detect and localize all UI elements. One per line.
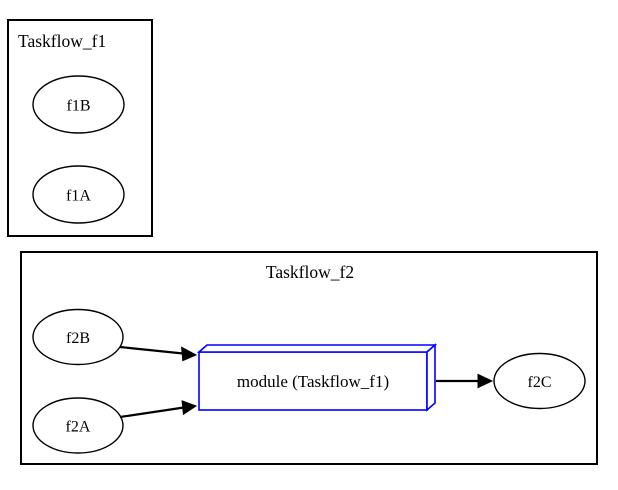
cluster-taskflow-f1[interactable]: Taskflow_f1 <box>7 19 153 237</box>
cluster-taskflow-f1-label: Taskflow_f1 <box>18 31 106 51</box>
node-f2b[interactable]: f2B <box>32 308 124 366</box>
node-f1b-ellipse <box>32 75 125 134</box>
node-f1b[interactable]: f1B <box>32 75 125 134</box>
edge-module-to-f2c-arrowhead <box>477 373 494 389</box>
module-box-label: module (Taskflow_f1) <box>237 372 389 391</box>
node-f2a-ellipse <box>32 397 124 454</box>
module-box-top-face <box>196 344 438 353</box>
node-f1a-label: f1A <box>66 188 91 205</box>
node-f2c-ellipse <box>493 352 586 410</box>
edge-f2b-to-module[interactable] <box>119 345 198 362</box>
edge-f2a-to-module-arrowhead <box>181 400 198 416</box>
node-f2a[interactable]: f2A <box>32 397 124 454</box>
edge-f2a-to-module[interactable] <box>119 400 198 419</box>
edge-f2b-to-module-arrowhead <box>181 346 198 362</box>
node-module-taskflow-f1[interactable]: module (Taskflow_f1) <box>196 343 438 412</box>
edge-f2b-to-module-line <box>119 345 184 355</box>
node-f2b-ellipse <box>32 308 124 366</box>
edge-f2a-to-module-line <box>119 406 184 419</box>
node-f1b-label: f1B <box>67 98 91 115</box>
node-f2c[interactable]: f2C <box>493 352 586 410</box>
node-f1a[interactable]: f1A <box>32 165 125 224</box>
module-box-right-face <box>426 343 436 412</box>
cluster-taskflow-f2-border <box>20 251 598 465</box>
node-f1a-ellipse <box>32 165 125 224</box>
cluster-taskflow-f2[interactable]: Taskflow_f2 <box>20 251 598 465</box>
cluster-taskflow-f1-border <box>7 19 153 237</box>
node-f2a-label: f2A <box>66 419 91 436</box>
node-f2b-label: f2B <box>66 330 90 347</box>
edge-module-to-f2c[interactable] <box>436 373 494 389</box>
node-f2c-label: f2C <box>528 374 552 391</box>
cluster-taskflow-f2-label: Taskflow_f2 <box>266 262 354 282</box>
